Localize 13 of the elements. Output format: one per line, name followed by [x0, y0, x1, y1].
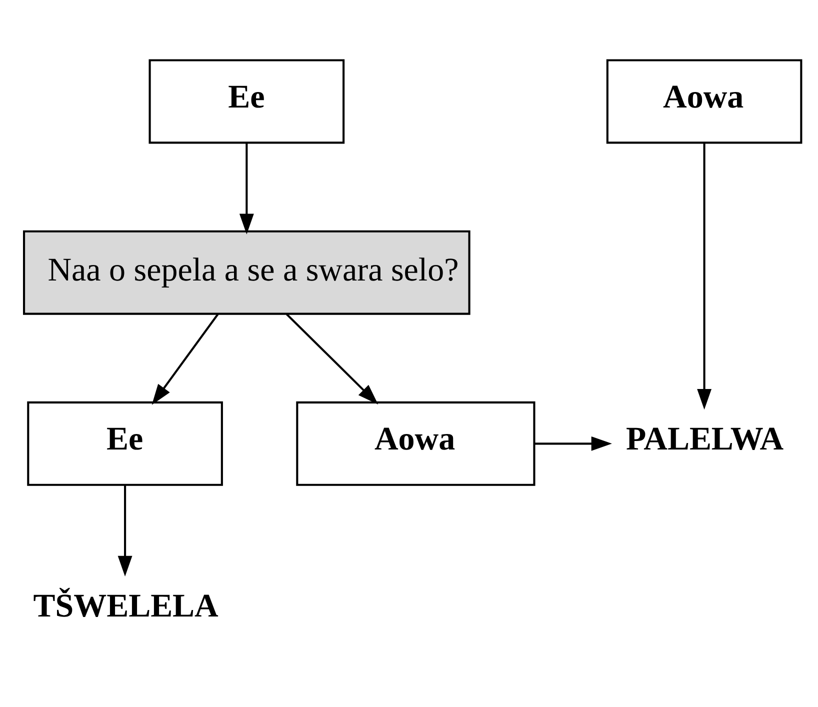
node-box: Ee: [148, 58, 345, 144]
node-box: Aowa: [296, 400, 536, 486]
node-box: Naa o sepela a se a swara selo?: [23, 230, 470, 314]
node-box: Ee: [27, 400, 223, 486]
node-text: PALELWA: [626, 420, 784, 457]
arrow: [286, 312, 378, 404]
arrow: [697, 142, 712, 410]
arrow: [239, 142, 254, 234]
arrow: [152, 313, 219, 404]
node-box: Aowa: [606, 58, 802, 144]
arrow: [118, 484, 132, 576]
node-text: TŠWELELA: [33, 588, 218, 624]
arrow: [534, 436, 612, 450]
